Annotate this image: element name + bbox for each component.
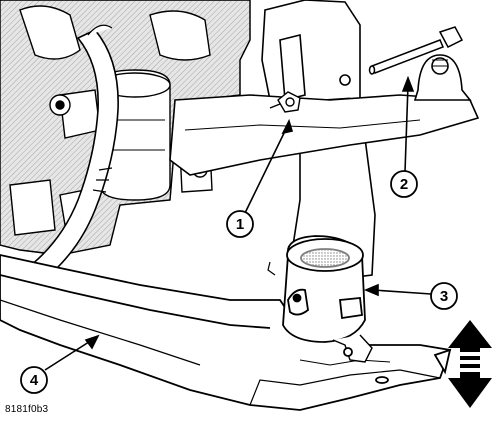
callout-2-label: 2 <box>400 176 408 193</box>
callout-4: 4 <box>20 366 48 394</box>
callout-2: 2 <box>390 170 418 198</box>
small-bolt <box>269 91 301 113</box>
engine-mount <box>267 235 373 363</box>
callout-1: 1 <box>226 210 254 238</box>
callout-1-label: 1 <box>236 216 244 233</box>
callout-3: 3 <box>430 282 458 310</box>
lower-control-arm <box>169 54 480 176</box>
front-crossmember <box>0 254 452 411</box>
long-bolt <box>368 26 464 75</box>
up-down-arrow-icon <box>448 320 492 408</box>
figure-id: 8181f0b3 <box>5 404 49 415</box>
callout-4-label: 4 <box>30 372 39 389</box>
callout-3-label: 3 <box>440 288 448 305</box>
leader-lines <box>44 75 432 371</box>
